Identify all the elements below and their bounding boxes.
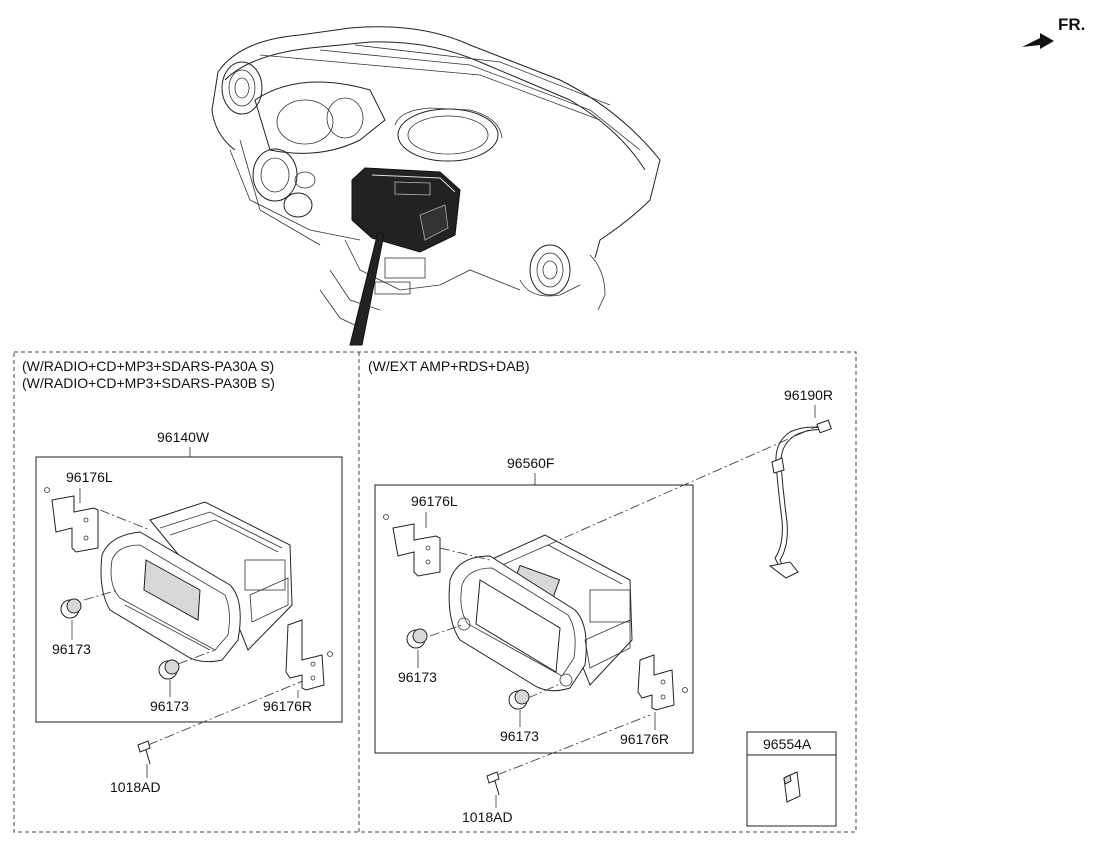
section-note: (W/EXT AMP+RDS+DAB): [368, 358, 530, 374]
section-note: (W/RADIO+CD+MP3+SDARS-PA30A S): [22, 358, 274, 374]
part-label: 1018AD: [110, 779, 161, 795]
navigation-head-unit: [448, 534, 633, 692]
part-label: 96173: [500, 728, 539, 744]
part-label: 1018AD: [462, 809, 513, 825]
knob: [158, 659, 180, 680]
part-label: 96173: [150, 698, 189, 714]
knob: [508, 689, 530, 710]
radio-head-unit: [100, 501, 293, 663]
part-label: 96173: [52, 641, 91, 657]
section-right: (W/EXT AMP+RDS+DAB) 96560F 96176L: [368, 358, 837, 827]
assembly-box: [374, 484, 694, 754]
knob: [60, 598, 82, 619]
assembly-label: 96560F: [507, 455, 554, 471]
sd-card-box: 96554A: [746, 731, 837, 827]
screw: [486, 771, 500, 796]
part-label: 96554A: [763, 736, 812, 752]
dashboard-illustration: [211, 26, 661, 346]
part-label: 96190R: [784, 387, 833, 403]
front-label: FR.: [1058, 15, 1085, 34]
bracket-right: [285, 619, 333, 691]
knob: [406, 628, 428, 649]
part-label: 96176R: [620, 731, 669, 747]
bracket-right: [637, 654, 688, 711]
part-label: 96176L: [411, 493, 458, 509]
arrow-icon: [1022, 33, 1054, 49]
section-left: (W/RADIO+CD+MP3+SDARS-PA30A S) (W/RADIO+…: [22, 358, 343, 795]
bracket-left: [44, 487, 99, 553]
assembly-label: 96140W: [157, 429, 210, 445]
part-label: 96176L: [66, 469, 113, 485]
sd-card-icon: [783, 771, 801, 803]
antenna-cable: [768, 419, 832, 579]
front-direction-marker: FR.: [1022, 15, 1085, 49]
screw: [137, 740, 151, 765]
assembly-box: [35, 456, 343, 723]
bracket-left: [383, 514, 441, 577]
part-label: 96176R: [263, 698, 312, 714]
sections-frame: [13, 351, 857, 833]
part-label: 96173: [398, 669, 437, 685]
section-note: (W/RADIO+CD+MP3+SDARS-PA30B S): [22, 375, 275, 391]
